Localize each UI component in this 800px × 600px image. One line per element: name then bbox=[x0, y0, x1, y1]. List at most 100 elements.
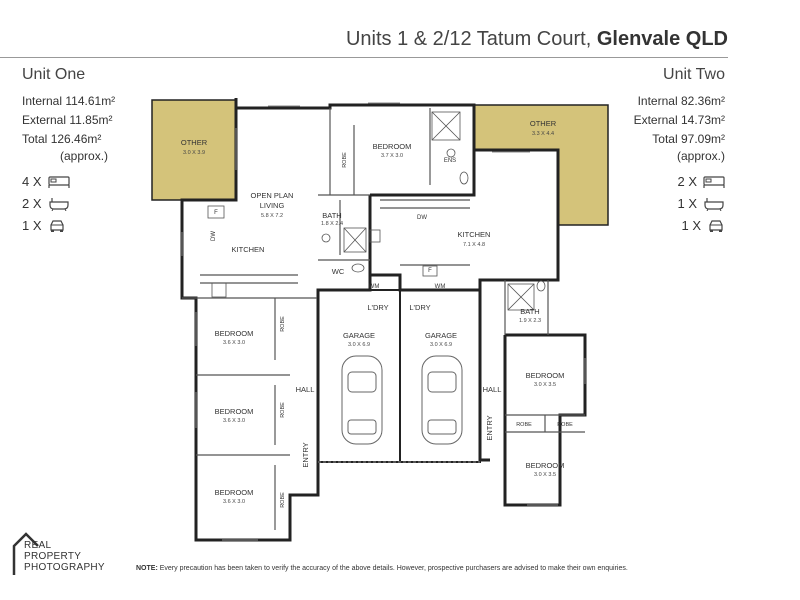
u2-entry-label: ENTRY bbox=[485, 415, 494, 440]
u1-wc-label: WC bbox=[332, 267, 345, 276]
logo-line-1: REAL bbox=[24, 540, 52, 551]
u2-kitchen-dim: 7.1 X 4.8 bbox=[463, 242, 485, 248]
bedroom-count: 2 X bbox=[677, 174, 697, 189]
u1-robe-1: ROBE bbox=[280, 316, 286, 332]
suburb-text: Glenvale QLD bbox=[596, 28, 728, 50]
unit-two-bedrooms: 2 X bbox=[595, 171, 725, 193]
u2-garage-label: GARAGE bbox=[425, 331, 457, 340]
unit-one-external: External 11.85m² bbox=[22, 111, 142, 130]
u1-bed1-dim: 3.6 X 3.0 bbox=[223, 340, 245, 346]
external-label: External bbox=[633, 113, 678, 127]
car-outline-right bbox=[421, 355, 463, 445]
u1-bed2-label: BEDROOM bbox=[215, 407, 254, 416]
u2-bath-dim: 1.9 X 2.3 bbox=[519, 318, 541, 324]
internal-label: Internal bbox=[637, 94, 678, 108]
unit-one-total: Total 126.46m² bbox=[22, 130, 142, 149]
total-label: Total bbox=[652, 132, 678, 146]
unit-one-title: Unit One bbox=[22, 66, 86, 83]
logo-line-2: PROPERTY bbox=[24, 551, 82, 562]
car-icon bbox=[707, 219, 725, 233]
total-label: Total bbox=[22, 132, 48, 146]
unit-two-internal: Internal 82.36m² bbox=[595, 92, 725, 111]
unit-one-internal: Internal 114.61m² bbox=[22, 92, 142, 111]
u1-bed3-dim: 3.6 X 3.0 bbox=[223, 499, 245, 505]
note-text: Every precaution has been taken to verif… bbox=[159, 565, 628, 572]
u2-fridge-label: F bbox=[428, 268, 432, 274]
u1-bath-dim: 1.8 X 2.4 bbox=[321, 221, 343, 227]
u1-laundry-label: L'DRY bbox=[367, 303, 388, 312]
note-label: NOTE: bbox=[136, 565, 158, 572]
unit-two-interior bbox=[380, 199, 585, 433]
u1-robe-2: ROBE bbox=[280, 402, 286, 418]
open-plan-label: OPEN PLAN bbox=[251, 191, 294, 200]
car-count: 1 X bbox=[22, 218, 42, 233]
u1-bed4-label: BEDROOM bbox=[373, 142, 412, 151]
bed-icon bbox=[703, 175, 725, 189]
bath-icon bbox=[48, 197, 70, 211]
u2-kitchen-label: KITCHEN bbox=[458, 230, 491, 239]
bath-icon bbox=[703, 197, 725, 211]
u1-robe-3: ROBE bbox=[280, 492, 286, 508]
u1-garage-dim: 3.0 X 6.9 bbox=[348, 342, 370, 348]
u2-wm-label: WM bbox=[435, 284, 446, 290]
u1-other-label: OTHER bbox=[181, 138, 208, 147]
shower-fixtures bbox=[207, 111, 535, 311]
u2-bed1-dim: 3.0 X 3.5 bbox=[534, 382, 556, 388]
internal-value: 114.61m² bbox=[65, 94, 116, 108]
unit-two-total: Total 97.09m² bbox=[595, 130, 725, 149]
unit-two-title: Unit Two bbox=[663, 66, 725, 83]
address-text: Units 1 & 2/12 Tatum Court, bbox=[345, 28, 592, 50]
u1-kitchen-label: KITCHEN bbox=[232, 245, 265, 254]
u1-bed1-label: BEDROOM bbox=[215, 329, 254, 338]
company-logo bbox=[12, 532, 39, 575]
u1-garage-label: GARAGE bbox=[343, 331, 375, 340]
bedroom-count: 4 X bbox=[22, 174, 42, 189]
u2-other-dim: 3.3 X 4.4 bbox=[532, 131, 554, 137]
unit-one-cars: 1 X bbox=[22, 215, 142, 237]
bathroom-count: 1 X bbox=[677, 196, 697, 211]
unit-one-approx: (approx.) bbox=[60, 149, 109, 163]
total-value: 126.46m² bbox=[50, 132, 102, 146]
u1-robe-4: ROBE bbox=[342, 152, 348, 168]
u1-entry-label: ENTRY bbox=[301, 442, 310, 467]
u1-fridge-label: F bbox=[214, 210, 218, 216]
unit-two-cars: 1 X bbox=[595, 215, 725, 237]
u1-bed2-dim: 3.6 X 3.0 bbox=[223, 418, 245, 424]
u1-bed4-dim: 3.7 X 3.0 bbox=[381, 153, 403, 159]
unit-one-panel: Unit One Internal 114.61m² External 11.8… bbox=[22, 66, 142, 237]
external-value: 11.85m² bbox=[69, 113, 113, 127]
u2-hall-label: HALL bbox=[483, 385, 502, 394]
toilet-fixtures bbox=[321, 148, 546, 292]
u2-bed2-label: BEDROOM bbox=[526, 461, 565, 470]
u2-other-label: OTHER bbox=[530, 119, 557, 128]
internal-label: Internal bbox=[22, 94, 63, 108]
unit-two-approx: (approx.) bbox=[676, 149, 725, 163]
unit-two-panel: Unit Two Internal 82.36m² External 14.73… bbox=[595, 66, 725, 237]
u2-laundry-label: L'DRY bbox=[409, 303, 430, 312]
u1-dw-label: DW bbox=[211, 231, 217, 241]
total-value: 97.09m² bbox=[680, 132, 725, 146]
external-label: External bbox=[22, 113, 67, 127]
car-count: 1 X bbox=[681, 218, 701, 233]
u2-bath-label: BATH bbox=[520, 307, 539, 316]
u2-bed2-dim: 3.0 X 3.5 bbox=[534, 472, 556, 478]
unit-two-external: External 14.73m² bbox=[595, 111, 725, 130]
bathroom-count: 2 X bbox=[22, 196, 42, 211]
u1-bath-label: BATH bbox=[322, 211, 341, 220]
internal-value: 82.36m² bbox=[680, 94, 725, 108]
u1-hall-label: HALL bbox=[296, 385, 315, 394]
unit-two-bathrooms: 1 X bbox=[595, 193, 725, 215]
unit-one-bathrooms: 2 X bbox=[22, 193, 142, 215]
unit-one-bedrooms: 4 X bbox=[22, 171, 142, 193]
unit-one-other-area bbox=[151, 99, 237, 201]
car-outline-left bbox=[341, 355, 383, 445]
u2-robe-1: ROBE bbox=[516, 422, 532, 428]
open-plan-dim: 5.8 X 7.2 bbox=[261, 213, 283, 219]
disclaimer-note: NOTE: Every precaution has been taken to… bbox=[136, 565, 696, 572]
car-icon bbox=[48, 219, 66, 233]
u1-wm-label: WM bbox=[369, 284, 380, 290]
u2-bed1-label: BEDROOM bbox=[526, 371, 565, 380]
u1-ens-label: ENS bbox=[444, 158, 456, 164]
u1-other-dim: 3.0 X 3.9 bbox=[183, 150, 205, 156]
